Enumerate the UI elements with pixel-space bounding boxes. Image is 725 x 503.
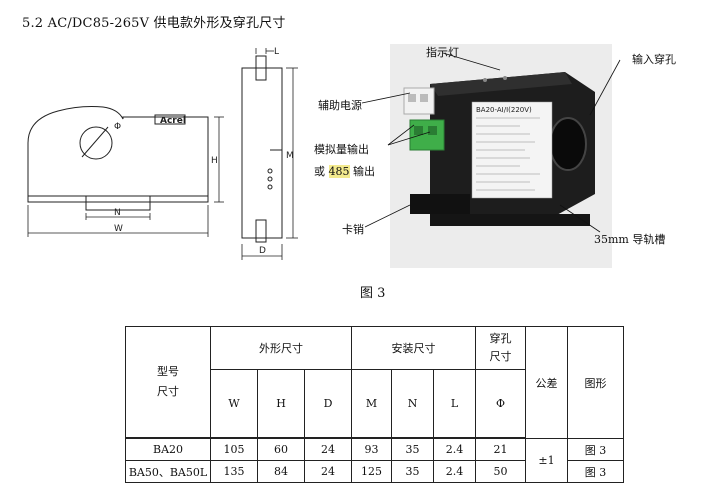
input-hole-label: 输入穿孔: [632, 53, 676, 66]
table-cell: 24: [304, 460, 352, 483]
subheader-h: H: [257, 369, 305, 438]
table-cell: 21: [475, 438, 526, 461]
subheader-n: N: [391, 369, 434, 438]
header-mount: 安装尺寸: [351, 326, 476, 370]
header-figure: 图形: [567, 326, 624, 439]
brand-logo-text: Acrel: [160, 116, 186, 126]
header-model-size: 型号 尺寸: [125, 326, 211, 438]
front-view-drawing: Φ Acrel H N W: [27, 106, 224, 237]
table-cell: 2.4: [433, 460, 476, 483]
rs485-output-label: 或 485 输出: [314, 163, 375, 179]
table-cell: 135: [210, 460, 258, 483]
table-cell: BA50、BA50L: [125, 460, 211, 483]
dim-m-label: M: [286, 151, 294, 161]
figure-caption: 图 3: [360, 286, 386, 301]
dim-h-label: H: [211, 156, 218, 166]
section-heading: 5.2 AC/DC85-265V 供电款外形及穿孔尺寸: [22, 16, 286, 31]
output-suffix-text: 输出: [353, 165, 375, 178]
spec-table: 型号 尺寸 外形尺寸 安装尺寸 穿孔 尺寸 公差 图形 W H D M N L …: [125, 326, 624, 483]
indicator-light-label: 指示灯: [426, 46, 459, 59]
header-tolerance: 公差: [525, 326, 568, 439]
dim-n-label: N: [114, 208, 121, 218]
table-cell: 84: [257, 460, 305, 483]
table-cell: 50: [475, 460, 526, 483]
aux-power-label: 辅助电源: [318, 99, 362, 112]
table-cell: 2.4: [433, 438, 476, 461]
dim-d-label: D: [259, 246, 266, 256]
table-cell: 图 3: [567, 460, 624, 483]
table-cell: 35: [391, 438, 434, 461]
rs485-highlight: 485: [328, 165, 350, 178]
product-photo: BA20-AI/I(220V): [390, 44, 612, 268]
table-cell: 93: [351, 438, 392, 461]
or-text: 或: [314, 165, 325, 178]
dim-l-label: L: [274, 47, 279, 57]
side-view-drawing: L M D: [241, 47, 298, 260]
table-cell: BA20: [125, 438, 211, 461]
device-model-label: BA20-AI/I(220V): [476, 106, 532, 114]
dim-w-label: W: [114, 224, 123, 234]
table-cell: 图 3: [567, 438, 624, 461]
subheader-d: D: [304, 369, 352, 438]
table-cell: 60: [257, 438, 305, 461]
subheader-phi: Φ: [475, 369, 526, 438]
din-rail-label: 35mm 导轨槽: [594, 233, 666, 246]
subheader-l: L: [433, 369, 476, 438]
header-hole: 穿孔 尺寸: [475, 326, 526, 370]
table-cell: 24: [304, 438, 352, 461]
latch-label: 卡销: [342, 223, 364, 236]
phi-label: Φ: [114, 122, 121, 132]
table-cell: 105: [210, 438, 258, 461]
table-cell: 125: [351, 460, 392, 483]
header-outline: 外形尺寸: [210, 326, 352, 370]
analog-output-label: 模拟量输出: [314, 143, 369, 156]
table-cell: 35: [391, 460, 434, 483]
subheader-m: M: [351, 369, 392, 438]
tolerance-value: ±1: [525, 438, 568, 483]
subheader-w: W: [210, 369, 258, 438]
